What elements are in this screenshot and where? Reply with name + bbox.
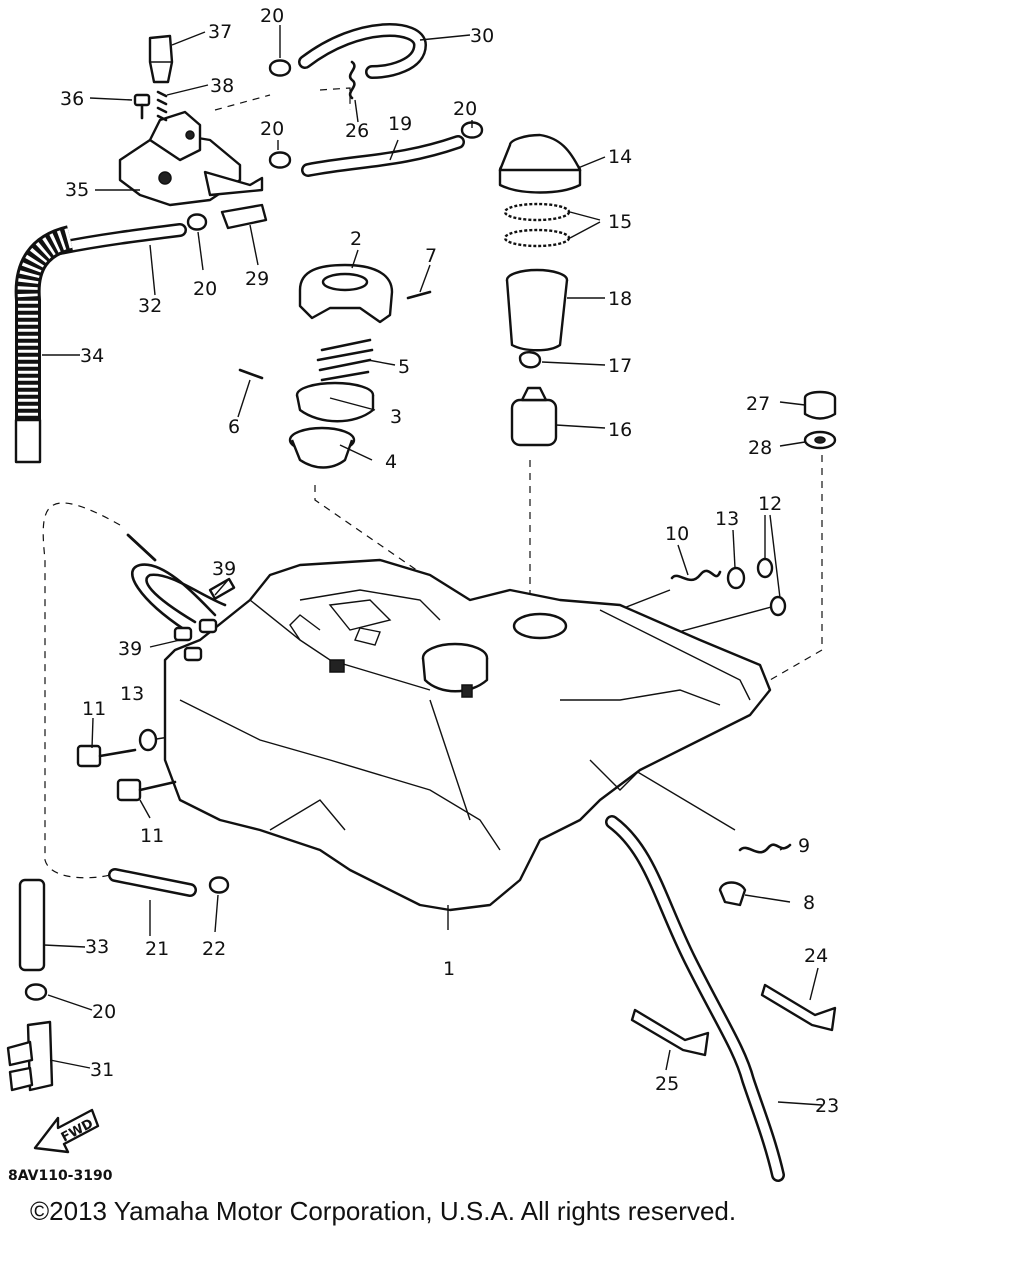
callout-1: 1 bbox=[443, 958, 455, 980]
fuel-cock-assembly bbox=[118, 34, 484, 231]
callout-26: 26 bbox=[345, 120, 369, 142]
breather-hose-assembly bbox=[126, 533, 236, 662]
overflow-hose bbox=[605, 815, 785, 1182]
small-parts bbox=[6, 390, 837, 1092]
callout-3: 3 bbox=[390, 406, 402, 428]
callout-21: 21 bbox=[145, 938, 169, 960]
callout-35: 35 bbox=[65, 179, 89, 201]
callout-13b: 13 bbox=[120, 683, 144, 705]
fuel-tank-exploded-diagram: 1 2 3 4 5 6 7 8 9 10 11 11 12 13 13 14 1… bbox=[6, 5, 839, 1184]
callout-23: 23 bbox=[815, 1095, 839, 1117]
callout-38: 38 bbox=[210, 75, 234, 97]
copyright-notice: ©2013 Yamaha Motor Corporation, U.S.A. A… bbox=[30, 1196, 737, 1226]
callout-15: 15 bbox=[608, 211, 632, 233]
callout-20d: 20 bbox=[193, 278, 217, 300]
callout-8: 8 bbox=[803, 892, 815, 914]
callout-16: 16 bbox=[608, 419, 632, 441]
callout-27: 27 bbox=[746, 393, 770, 415]
callout-37: 37 bbox=[208, 21, 232, 43]
drawing-code: 8AV110-3190 bbox=[8, 1168, 113, 1184]
callout-5: 5 bbox=[398, 356, 410, 378]
callout-20a: 20 bbox=[260, 5, 284, 27]
callout-22: 22 bbox=[202, 938, 226, 960]
callout-12: 12 bbox=[758, 493, 782, 515]
callout-2: 2 bbox=[350, 228, 362, 250]
callout-6: 6 bbox=[228, 416, 240, 438]
fuel-pump-assembly bbox=[498, 133, 582, 447]
callout-20c: 20 bbox=[453, 98, 477, 120]
callout-13a: 13 bbox=[715, 508, 739, 530]
callout-numbers: 1 2 3 4 5 6 7 8 9 10 11 11 12 13 13 14 1… bbox=[60, 5, 839, 1117]
callout-11a: 11 bbox=[82, 698, 106, 720]
callout-4: 4 bbox=[385, 451, 397, 473]
callout-10: 10 bbox=[665, 523, 689, 545]
forward-direction-arrow: FWD bbox=[33, 1108, 100, 1154]
callout-34: 34 bbox=[80, 345, 104, 367]
callout-leader-lines bbox=[42, 25, 823, 1106]
corrugated-vent-hose bbox=[14, 225, 74, 464]
callout-29: 29 bbox=[245, 268, 269, 290]
callout-31: 31 bbox=[90, 1059, 114, 1081]
callout-24: 24 bbox=[804, 945, 828, 967]
callout-33: 33 bbox=[85, 936, 109, 958]
callout-7: 7 bbox=[425, 245, 437, 267]
callout-32: 32 bbox=[138, 295, 162, 317]
callout-25: 25 bbox=[655, 1073, 679, 1095]
callout-19: 19 bbox=[388, 113, 412, 135]
callout-18: 18 bbox=[608, 288, 632, 310]
callout-20b: 20 bbox=[260, 118, 284, 140]
callout-20e: 20 bbox=[92, 1001, 116, 1023]
callout-9: 9 bbox=[798, 835, 810, 857]
fuel-hoses bbox=[53, 23, 465, 255]
callout-39a: 39 bbox=[212, 558, 236, 580]
callout-39b: 39 bbox=[118, 638, 142, 660]
callout-14: 14 bbox=[608, 146, 632, 168]
fuel-tank bbox=[163, 558, 772, 912]
callout-28: 28 bbox=[748, 437, 772, 459]
callout-36: 36 bbox=[60, 88, 84, 110]
callout-30: 30 bbox=[470, 25, 494, 47]
filler-cap-assembly bbox=[238, 263, 432, 469]
callout-17: 17 bbox=[608, 355, 632, 377]
callout-11b: 11 bbox=[140, 825, 164, 847]
